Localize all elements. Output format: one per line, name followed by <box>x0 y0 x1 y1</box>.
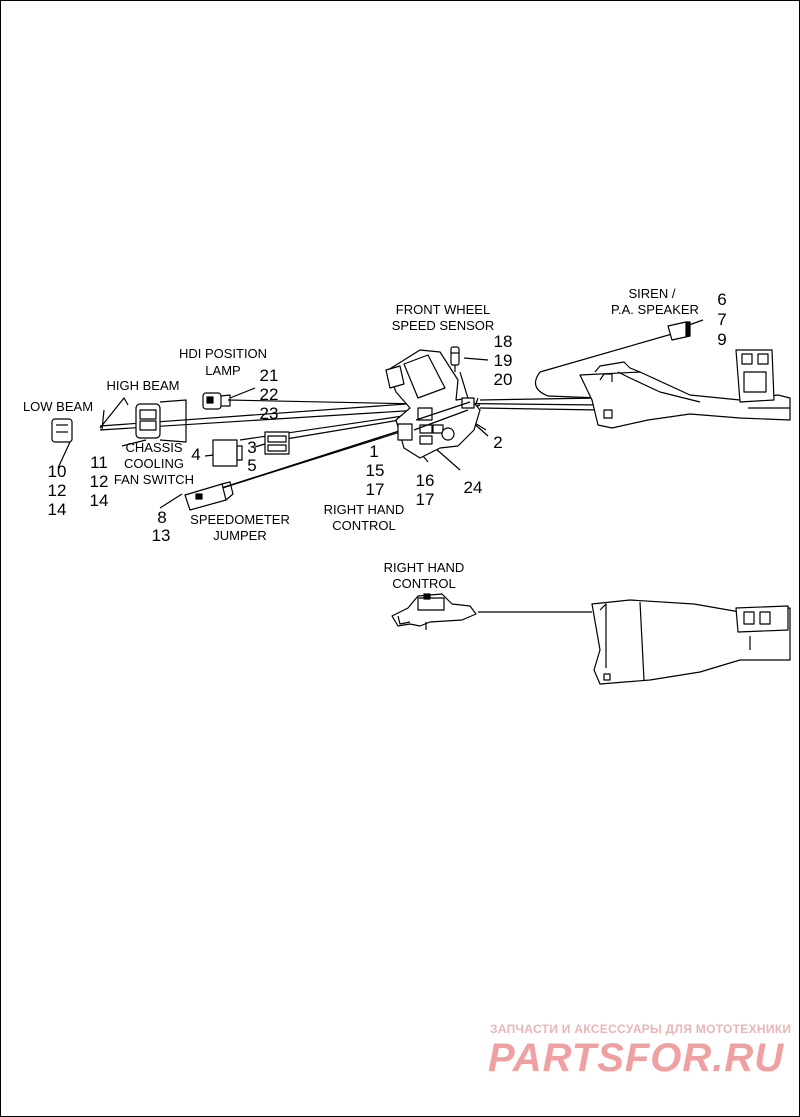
chassis-cooling-label-line2: COOLING <box>124 456 184 471</box>
siren-label-line2: P.A. SPEAKER <box>611 302 699 317</box>
callout-rhc-left-1: 1 <box>369 442 379 461</box>
callout-siren-1: 6 <box>717 290 727 309</box>
callout-item-2: 2 <box>493 433 503 452</box>
callout-siren-3: 9 <box>717 330 727 349</box>
callout-item-24: 24 <box>463 478 483 497</box>
callout-fan-switch-left: 4 <box>191 445 201 464</box>
right-hand-control-top-label-line1: RIGHT HAND <box>323 502 405 517</box>
right-hand-control-bottom-label-line2: CONTROL <box>392 576 456 591</box>
front-wheel-speed-sensor-label-line2: SPEED SENSOR <box>391 318 495 333</box>
callout-hdi-3: 23 <box>259 404 279 423</box>
low-beam-label: LOW BEAM <box>22 399 94 414</box>
chassis-cooling-label-line1: CHASSIS <box>125 440 183 455</box>
hdi-position-lamp-label-line2: LAMP <box>205 363 241 378</box>
callout-rhc-left-2: 15 <box>365 461 385 480</box>
harness-trunk-top <box>579 349 791 429</box>
fan-switch-connectors <box>212 431 290 467</box>
callout-high-beam-1: 11 <box>90 453 108 472</box>
callout-fan-switch-right-2: 5 <box>247 456 257 475</box>
callout-fan-switch-right-1: 3 <box>247 438 257 457</box>
watermark-logo: PARTSFOR.RU <box>488 1036 785 1080</box>
hdi-lamp-connector <box>202 392 231 410</box>
low-beam-connector <box>51 418 73 443</box>
callout-speed-sensor-3: 20 <box>493 370 513 389</box>
siren-label-line1: SIREN / <box>628 286 676 301</box>
callout-rhc-left-3: 17 <box>365 480 385 499</box>
front-wheel-speed-sensor-label-line1: FRONT WHEEL <box>395 302 491 317</box>
high-beam-label: HIGH BEAM <box>106 378 180 393</box>
callout-speed-sensor-2: 19 <box>493 351 513 370</box>
right-hand-control-assembly <box>385 349 481 459</box>
hdi-position-lamp-label-line1: HDI POSITION <box>178 346 268 361</box>
callout-low-beam-1: 10 <box>47 462 67 481</box>
speedometer-label-line2: JUMPER <box>213 528 267 543</box>
callout-siren-2: 7 <box>717 310 727 329</box>
high-beam-connector <box>101 399 187 443</box>
speedometer-label-line1: SPEEDOMETER <box>190 512 290 527</box>
right-hand-control-top-label-line2: CONTROL <box>332 518 396 533</box>
callout-high-beam-2: 12 <box>89 472 109 491</box>
callout-high-beam-3: 14 <box>89 491 109 510</box>
callout-hdi-2: 22 <box>259 385 279 404</box>
siren-connector <box>667 321 691 341</box>
callout-rhc-right-2: 17 <box>415 490 435 509</box>
callout-low-beam-3: 14 <box>47 500 67 519</box>
right-hand-control-bottom <box>391 593 791 685</box>
chassis-cooling-label-line3: FAN SWITCH <box>113 472 195 487</box>
watermark-tagline: ЗАПЧАСТИ И АКСЕССУАРЫ ДЛЯ МОТОТЕХНИКИ <box>490 1022 792 1036</box>
callout-rhc-right-1: 16 <box>415 471 435 490</box>
callout-speedometer-1: 8 <box>157 508 167 527</box>
speedometer-jumper-connector <box>184 481 234 511</box>
right-hand-control-bottom-label-line1: RIGHT HAND <box>383 560 465 575</box>
callout-hdi-1: 21 <box>259 366 279 385</box>
callout-speedometer-2: 13 <box>151 526 171 545</box>
callout-low-beam-2: 12 <box>47 481 67 500</box>
speed-sensor <box>450 346 460 372</box>
callout-speed-sensor-1: 18 <box>493 332 513 351</box>
